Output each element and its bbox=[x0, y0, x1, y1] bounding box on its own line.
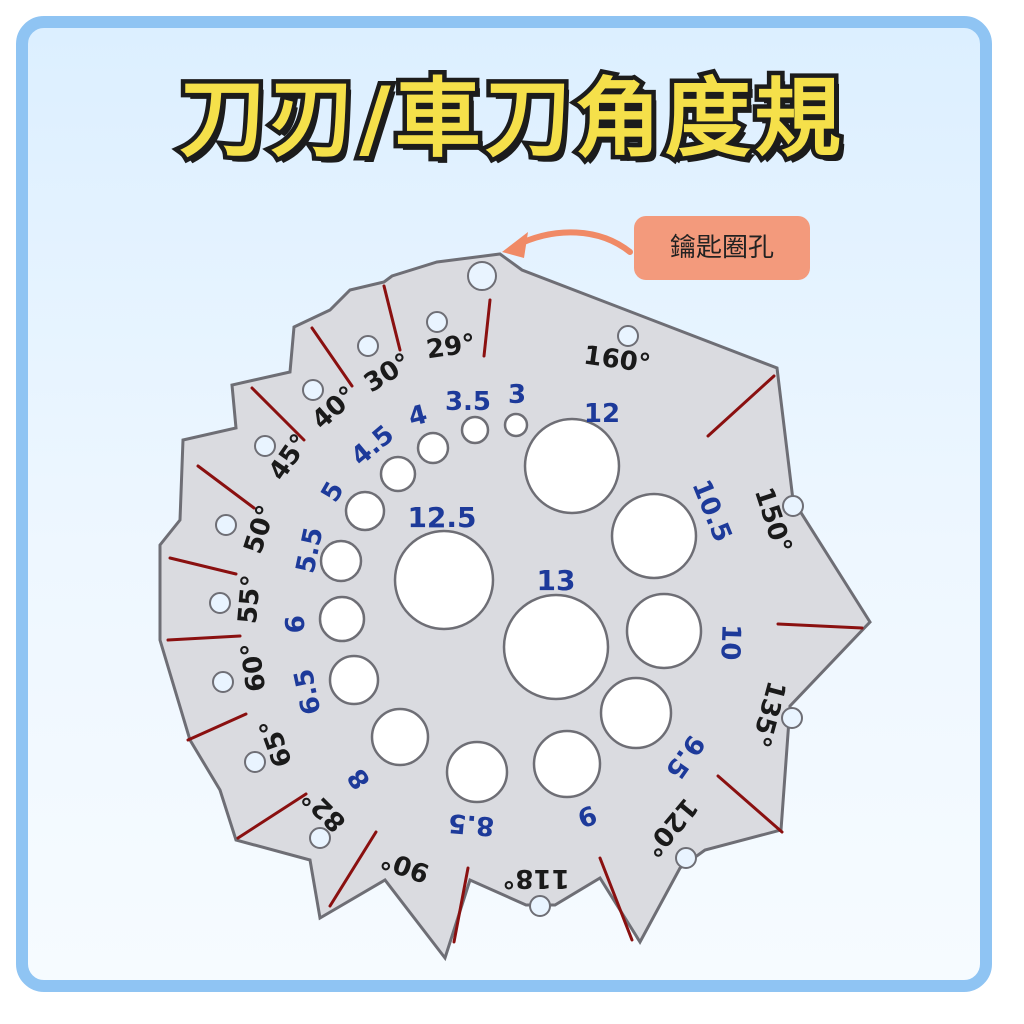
hole-4-5 bbox=[379, 455, 417, 493]
angle-label-60: 60° bbox=[236, 641, 273, 694]
hole-5-5 bbox=[319, 539, 363, 583]
hole-3-5 bbox=[460, 415, 490, 445]
drill-label-13: 13 bbox=[537, 564, 576, 597]
hole-4 bbox=[416, 431, 450, 465]
angle-label-55: 55° bbox=[233, 573, 267, 625]
hole-12 bbox=[523, 417, 621, 515]
angle-label-118: 118° bbox=[502, 863, 569, 893]
drill-label-12-5: 12.5 bbox=[407, 501, 476, 534]
hole-3 bbox=[503, 412, 529, 438]
drill-label-12: 12 bbox=[584, 399, 620, 429]
drill-label-3-5: 3.5 bbox=[445, 387, 491, 417]
drill-label-6: 6 bbox=[281, 615, 312, 634]
edge-notches bbox=[209, 311, 804, 917]
drill-label-10: 10 bbox=[714, 624, 745, 661]
hole-12-5 bbox=[393, 529, 495, 631]
hole-8 bbox=[370, 707, 430, 767]
hole-8-5 bbox=[445, 740, 509, 804]
drill-label-3: 3 bbox=[508, 380, 526, 410]
hole-6-5 bbox=[328, 654, 380, 706]
keyring-hole-label: 鑰匙圈孔 bbox=[634, 216, 810, 280]
keyring-pointer-arrow bbox=[502, 229, 633, 258]
drill-label-8-5: 8.5 bbox=[447, 807, 496, 841]
hole-9 bbox=[532, 729, 602, 799]
drill-holes bbox=[318, 412, 703, 804]
keyring-hole bbox=[467, 261, 497, 291]
angle-label-29: 29° bbox=[424, 329, 477, 366]
hole-13 bbox=[502, 593, 610, 701]
hole-10 bbox=[625, 592, 703, 670]
hole-10-5 bbox=[610, 492, 698, 580]
angle-marker-lines bbox=[166, 284, 864, 944]
gauge-plate bbox=[158, 252, 872, 962]
hole-5 bbox=[344, 490, 386, 532]
hole-6 bbox=[318, 595, 366, 643]
hole-9-5 bbox=[599, 676, 673, 750]
page-title: 刀刃/車刀角度規 bbox=[175, 65, 845, 174]
